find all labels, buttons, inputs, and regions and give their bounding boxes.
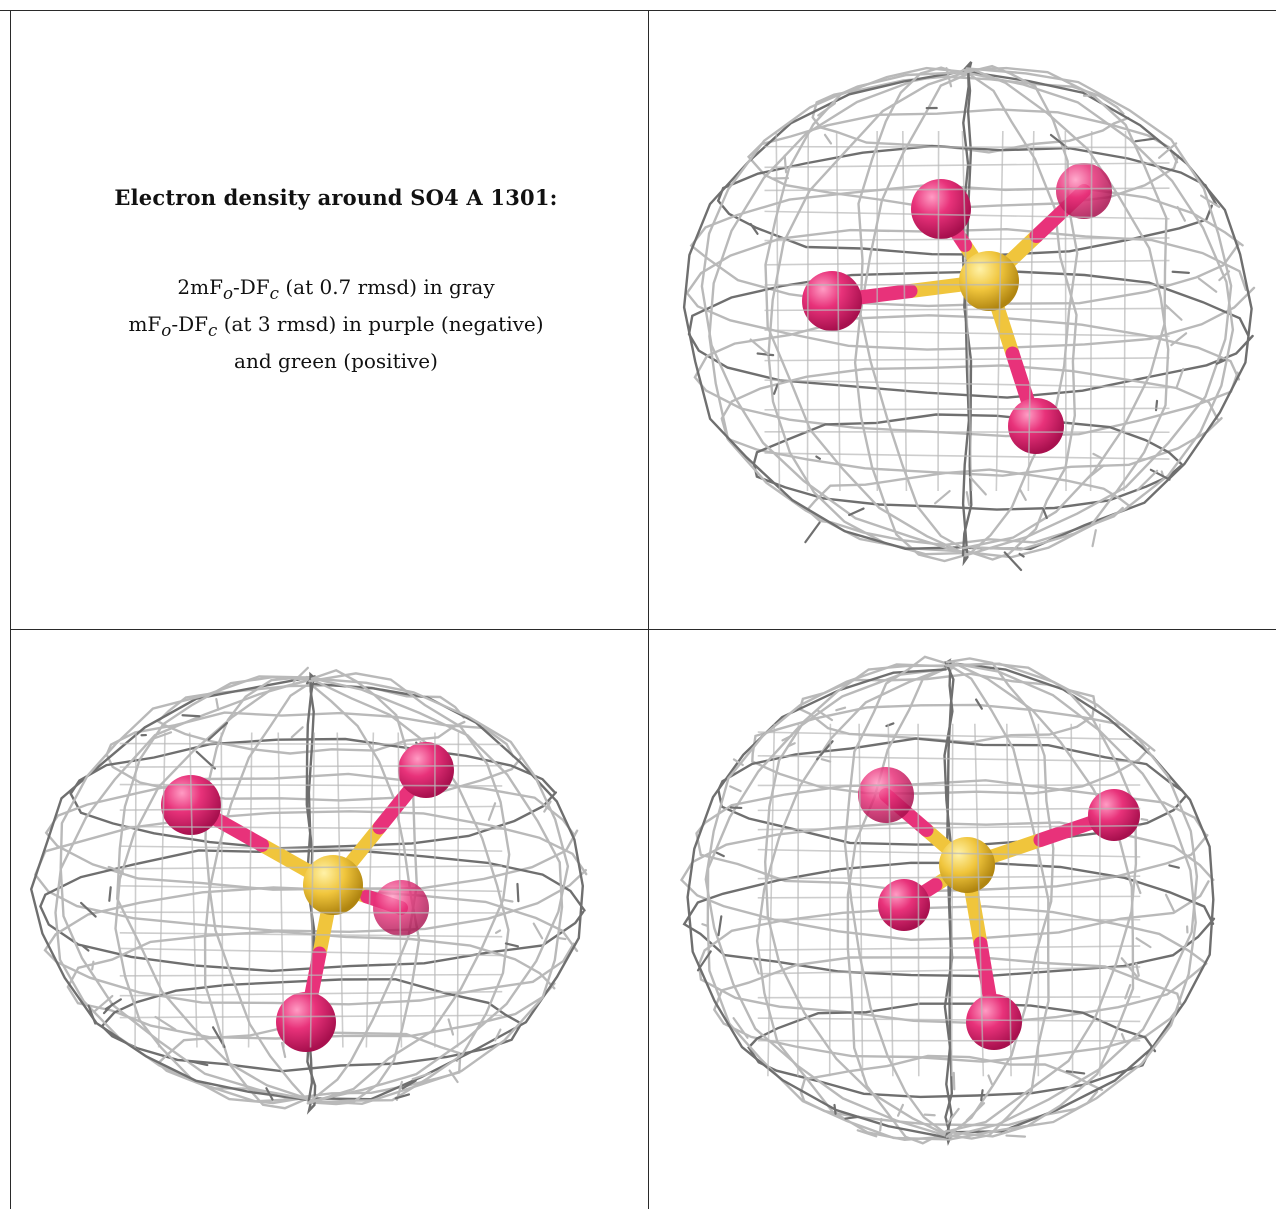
density-mesh xyxy=(679,655,1216,1146)
oxygen-atom xyxy=(398,742,454,798)
legend-line-fofc-cont: and green (positive) xyxy=(234,349,438,373)
density-mesh-front xyxy=(757,723,1141,1077)
legend-fofc-sub-o: o xyxy=(161,321,172,340)
oxygen-atom xyxy=(858,767,914,823)
sulfur-atom xyxy=(959,251,1019,311)
caption: Electron density around SO4 A 1301: 2mFo… xyxy=(31,161,641,377)
oxygen-atom xyxy=(878,879,930,931)
sulfur-atom xyxy=(303,855,363,915)
legend-fofc-suffix: (at 3 rmsd) in purple (negative) xyxy=(217,312,544,336)
frame-middle-divider xyxy=(10,629,1276,630)
frame-left-border xyxy=(10,10,11,1209)
density-view-top-right xyxy=(649,11,1276,629)
legend-2fofc-sub-o: o xyxy=(222,284,233,303)
density-render-3 xyxy=(679,655,1216,1146)
caption-title: Electron density around SO4 A 1301: xyxy=(114,185,558,210)
frame-center-divider xyxy=(648,10,649,1209)
density-view-bottom-right xyxy=(649,630,1276,1209)
density-render-1 xyxy=(682,61,1256,572)
oxygen-atom xyxy=(966,994,1022,1050)
legend-2fofc-sub-c: c xyxy=(269,284,279,303)
density-mesh-front xyxy=(764,130,1170,492)
density-mesh xyxy=(29,666,588,1115)
oxygen-atom xyxy=(276,992,336,1052)
density-mesh xyxy=(682,61,1256,572)
legend-2fofc-mid: -DF xyxy=(232,275,270,299)
frame-top-border xyxy=(0,10,1276,11)
legend-line-2fofc: 2mFo-DFc (at 0.7 rmsd) in gray xyxy=(31,272,641,309)
density-mesh-front xyxy=(119,732,503,1048)
sulfur-atom xyxy=(939,837,995,893)
oxygen-atom xyxy=(802,271,862,331)
oxygen-atom xyxy=(1008,398,1064,454)
legend-2fofc-prefix: 2mF xyxy=(177,275,223,299)
oxygen-atom xyxy=(373,880,429,936)
oxygen-atom xyxy=(911,179,971,239)
legend-fofc-sub-c: c xyxy=(208,321,218,340)
legend-2fofc-suffix: (at 0.7 rmsd) in gray xyxy=(279,275,495,299)
oxygen-atom xyxy=(1056,163,1112,219)
legend-fofc-mid: -DF xyxy=(171,312,208,336)
density-view-bottom-left xyxy=(11,630,648,1209)
legend-fofc-prefix: mF xyxy=(128,312,162,336)
caption-cell: Electron density around SO4 A 1301: 2mFo… xyxy=(11,11,648,629)
legend-line-fofc: mFo-DFc (at 3 rmsd) in purple (negative) xyxy=(31,309,641,346)
caption-legend: 2mFo-DFc (at 0.7 rmsd) in gray mFo-DFc (… xyxy=(31,272,641,377)
oxygen-atom xyxy=(1088,789,1140,841)
density-render-2 xyxy=(29,666,588,1115)
